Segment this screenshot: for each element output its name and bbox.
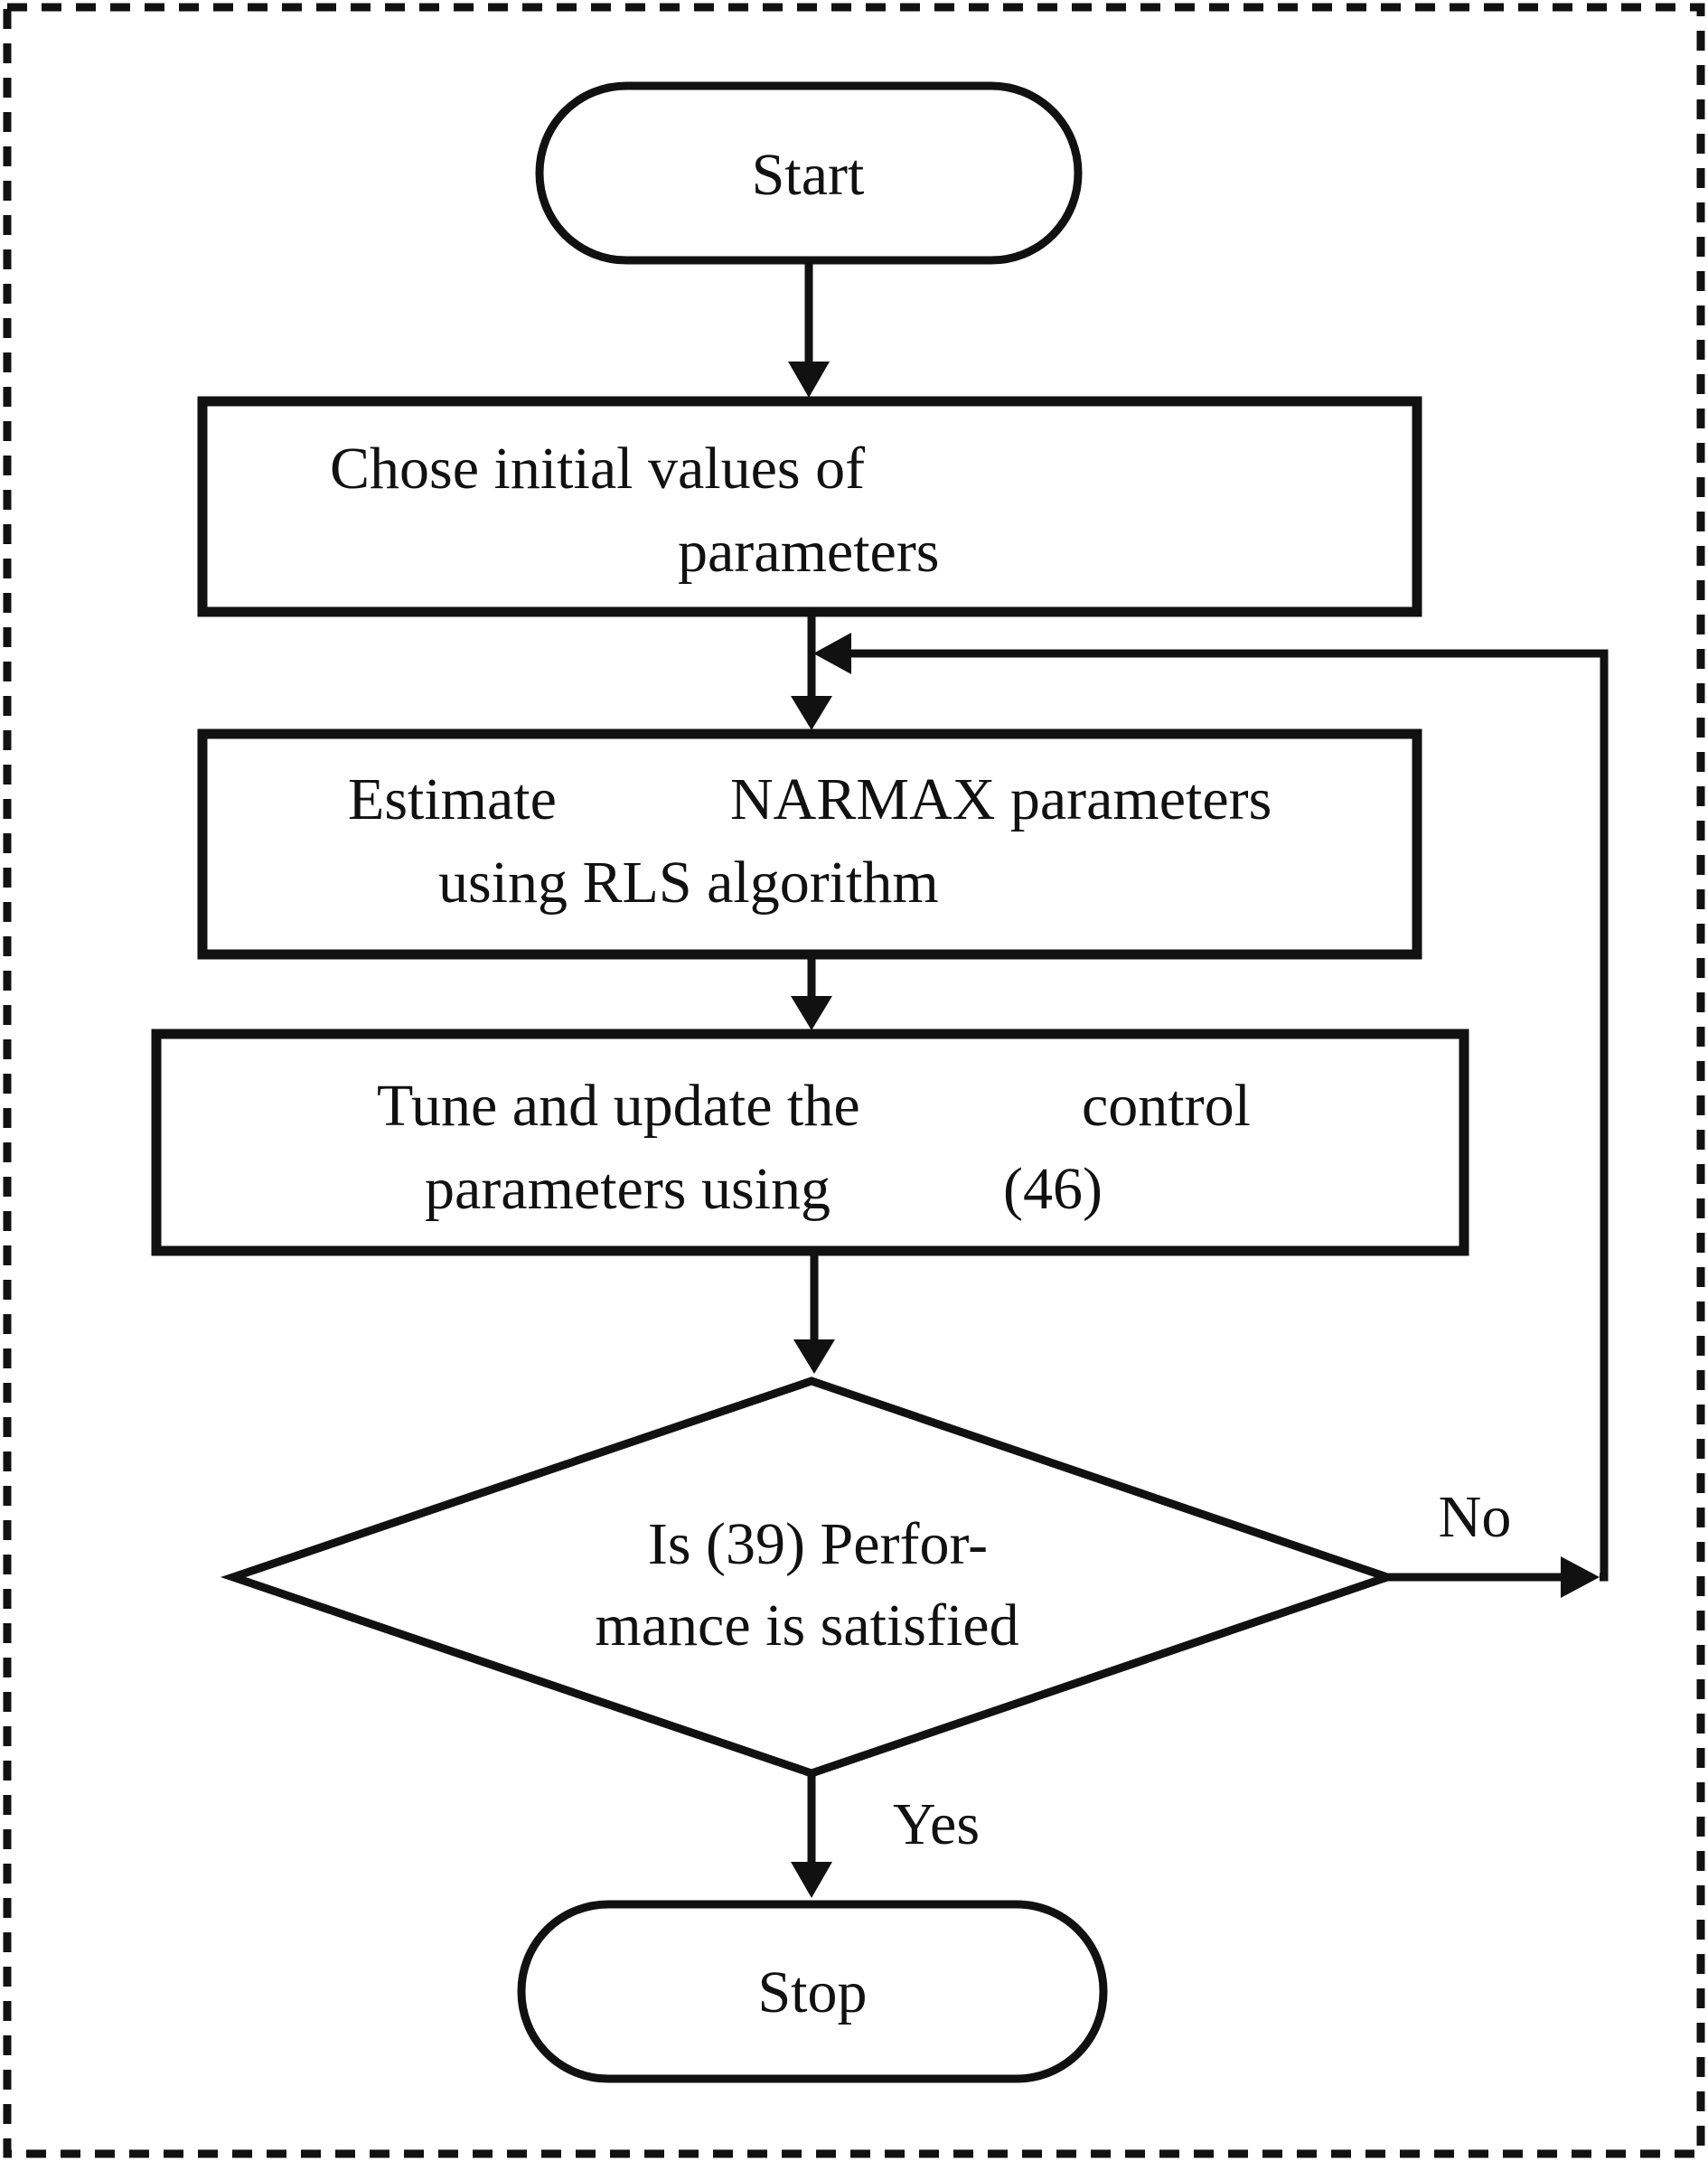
arrow-tune-to-decision [793,1251,835,1374]
no-label: No [1439,1484,1512,1550]
feedback-loop-no: No [813,633,1609,1598]
start-terminal: Start [535,81,1083,265]
tune-process-box: Tune and update the control parameters u… [151,1029,1469,1256]
stop-terminal: Stop [517,1900,1108,2083]
dashed-frame [3,3,1705,2158]
arrow-estimate-to-tune [791,954,832,1030]
init-line-1: Chose initial values of [330,436,865,502]
estimate-line-1-b: NARMAX parameters [730,766,1272,832]
decision-shape [220,1376,1400,1778]
stop-shape [517,1900,1108,2083]
init-process-box: Chose initial values of parameters [197,396,1422,617]
stop-label: Stop [757,1959,867,2025]
decision-diamond: Is (39) Perfor- mance is satisfied [220,1376,1400,1778]
estimate-process-box: Estimate NARMAX parameters using RLS alg… [197,728,1422,960]
estimate-line-2: using RLS algorithm [438,850,939,916]
tune-line-2-a: parameters using [425,1156,831,1222]
tune-shape [151,1029,1469,1256]
decision-line-1: Is (39) Perfor- [648,1511,988,1577]
tune-line-2-b: (46) [1003,1156,1103,1222]
start-label: Start [752,142,865,208]
tune-line-1-b: control [1082,1073,1251,1139]
arrow-start-to-init [788,260,830,398]
yes-label: Yes [893,1791,980,1857]
estimate-line-1-a: Estimate [348,766,557,832]
arrow-decision-to-stop: Yes [791,1773,980,1898]
arrow-init-to-estimate [791,612,832,730]
tune-line-1-a: Tune and update the [377,1073,860,1139]
init-shape [197,396,1422,617]
init-line-2: parameters [678,519,940,585]
decision-line-2: mance is satisfied [595,1593,1018,1658]
